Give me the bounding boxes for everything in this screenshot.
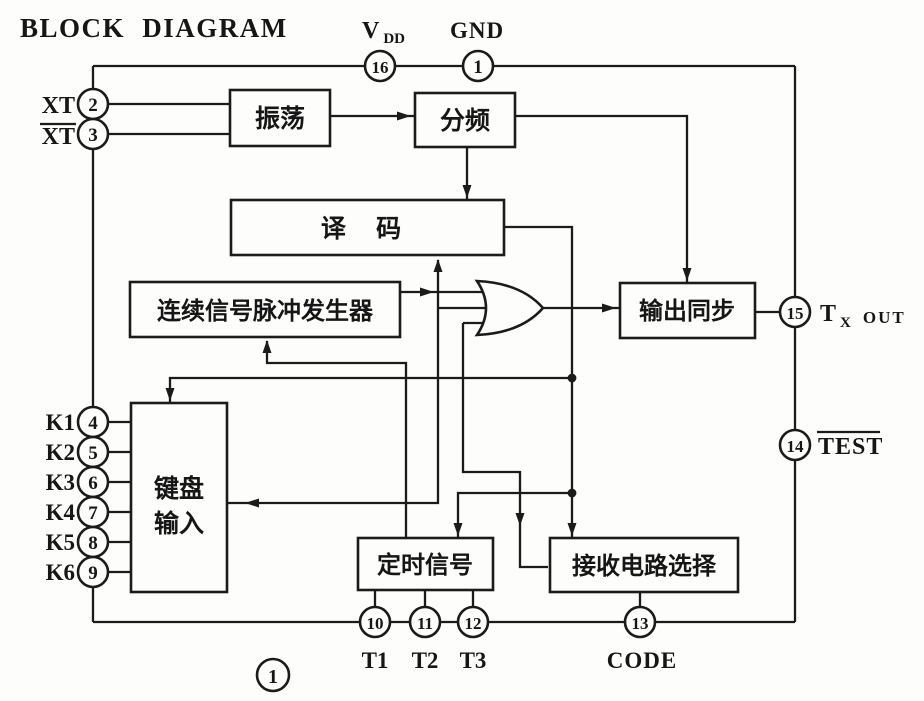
pin-number-11: 11	[417, 614, 433, 633]
pin-circle-9	[76, 555, 110, 589]
arrowhead-into-keyboard-top	[165, 388, 175, 401]
pin-label-test: TEST	[818, 434, 883, 460]
pin-number-10: 10	[367, 614, 384, 633]
block-oscillator-label: 振荡	[255, 105, 305, 133]
pin-number-6: 6	[88, 473, 98, 494]
wire-timing-to-pulse-generator	[265, 341, 408, 538]
arrowhead-into-timing-top	[453, 523, 463, 536]
pin-label-xt: XT	[42, 93, 75, 119]
arrowhead-into-pulse-generator	[262, 340, 272, 353]
arrowhead-into-divider	[397, 111, 411, 121]
block-output-sync-label: 输出同步	[639, 297, 735, 325]
block-pulse-generator-label: 连续信号脉冲发生器	[157, 297, 374, 325]
arrowhead-into-output-sync-left	[602, 303, 616, 313]
pin-number-16: 16	[372, 58, 389, 77]
wire-keyboard-riser	[227, 260, 440, 505]
pin-number-1: 1	[473, 57, 483, 78]
pin-label-vdd: V DD	[362, 18, 405, 47]
arrowhead-into-output-sync-top	[682, 268, 692, 281]
pin-label-gnd: GND	[450, 18, 504, 43]
pin-circle-12	[456, 605, 490, 639]
pin-number-2: 2	[88, 95, 98, 116]
wire-branch-to-timing-top	[456, 491, 572, 537]
pin-number-4: 4	[88, 413, 98, 434]
pin-circle-15	[778, 295, 812, 329]
pin-label-k5: K5	[46, 530, 75, 555]
pin-circle-11	[408, 605, 442, 639]
block-decoder-label: 译 码	[321, 215, 413, 243]
wire-or3-to-receiver-select	[461, 323, 548, 569]
pin-label-k2: K2	[46, 440, 75, 465]
pin-number-7: 7	[88, 503, 98, 524]
pin-label-xt-bar: XT	[42, 124, 75, 150]
block-keyboard-label-line2: 输入	[154, 509, 204, 538]
page-title: BLOCK DIAGRAM	[20, 13, 288, 43]
figure-number-label: 1	[268, 666, 278, 688]
or-gate	[474, 279, 545, 337]
pin-number-3: 3	[88, 125, 98, 146]
arrowhead-into-keyboard-side	[245, 498, 259, 508]
block-timing-signal	[356, 536, 495, 592]
block-pulse-generator	[128, 280, 402, 339]
block-keyboard-label-line1: 键盘	[154, 474, 204, 503]
pin-label-k1: K1	[46, 410, 75, 435]
wire-branch-to-keyboard-top	[168, 376, 572, 402]
pin-circle-16	[363, 49, 397, 83]
pin-number-15: 15	[787, 304, 804, 323]
pin-label-k4: K4	[46, 500, 76, 525]
figure-number-circle	[255, 657, 291, 693]
block-receiver-select-label: 接收电路选择	[572, 552, 717, 580]
pin-circle-1	[461, 49, 495, 83]
pin-number-14: 14	[787, 437, 805, 456]
block-receiver-select	[548, 536, 740, 594]
pin-number-13: 13	[632, 614, 649, 633]
arrowhead-into-decoder	[462, 185, 472, 198]
pin-label-t3: T3	[460, 648, 487, 673]
block-divider-label: 分频	[440, 107, 490, 135]
arrowhead-into-decoder-bottom	[433, 259, 443, 272]
pin-number-8: 8	[88, 533, 98, 554]
pin-circle-13	[623, 605, 657, 639]
pin-number-9: 9	[88, 563, 98, 584]
wire-decoder-distribution	[504, 225, 574, 537]
block-oscillator	[228, 88, 332, 148]
block-output-sync	[618, 281, 757, 340]
block-timing-label: 定时信号	[377, 551, 473, 579]
pin-label-k3: K3	[46, 470, 75, 495]
pin-number-12: 12	[465, 614, 482, 633]
pin-circle-10	[358, 605, 392, 639]
pin-label-code: CODE	[607, 648, 677, 673]
pin-label-k6: K6	[46, 560, 75, 585]
wire-divider-to-output-sync	[515, 114, 689, 282]
block-divider	[413, 91, 517, 149]
pin-number-5: 5	[88, 443, 98, 464]
block-keyboard-input	[129, 401, 229, 594]
block-decoder	[229, 198, 506, 257]
arrowhead-into-receiver-select-top	[567, 523, 577, 536]
pin-label-t2: T2	[412, 648, 439, 673]
pin-circle-3	[76, 117, 110, 151]
pin-circle-14	[778, 428, 812, 462]
pin-label-tx-out: T X OUT	[820, 301, 906, 331]
arrowhead-pulse-generator-to-or	[420, 287, 434, 297]
arrowhead-down-to-receiver-select	[515, 513, 525, 526]
pin-label-t1: T1	[362, 648, 389, 673]
